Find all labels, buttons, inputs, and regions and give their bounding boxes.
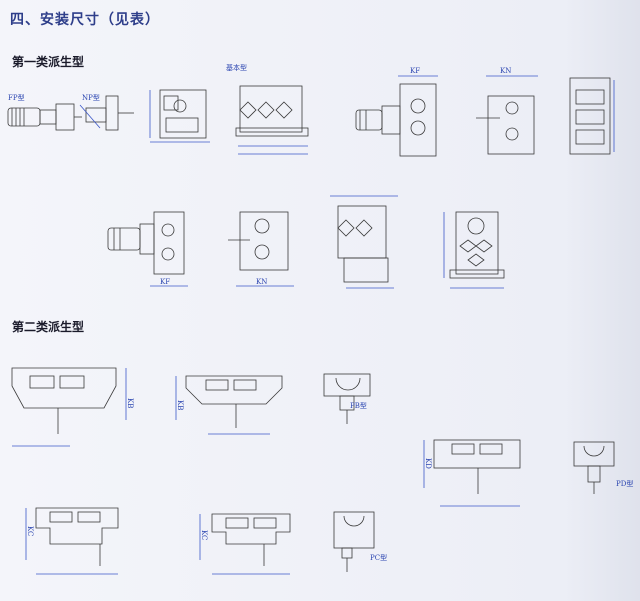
kb-drawing-2 — [175, 375, 283, 435]
section-title: 四、安装尺寸（见表） — [10, 12, 160, 28]
fp-np-drawing — [7, 95, 134, 131]
label-pd: PD型 — [616, 479, 633, 488]
group1-title: 第一类派生型 — [12, 55, 85, 69]
kf-drawing-row1 — [355, 75, 438, 157]
end-view-drawing-row1 — [569, 77, 615, 155]
label-fp: FP型 — [8, 93, 25, 102]
label-kb1: KB — [126, 398, 134, 408]
kc-drawing-2 — [199, 513, 291, 575]
label-kd: KD — [424, 458, 432, 469]
kc-drawing-1 — [25, 507, 119, 575]
pd-drawing — [573, 441, 615, 494]
label-pb: PB型 — [350, 401, 367, 410]
label-kf: KF — [410, 67, 420, 75]
kd-drawing — [423, 439, 521, 507]
label-pc: PC型 — [370, 553, 387, 562]
label-kc1: KC — [26, 526, 34, 536]
group2-title: 第二类派生型 — [12, 320, 85, 334]
kb-drawing-1 — [11, 367, 127, 447]
pb-drawing — [323, 373, 371, 424]
label-base: 基本型 — [226, 63, 247, 72]
kn-drawing-row2 — [228, 211, 294, 287]
base-type-drawing — [149, 85, 309, 155]
label-kn: KN — [500, 67, 511, 75]
kf-drawing-row2 — [107, 211, 188, 287]
kn-drawing-row1 — [476, 75, 538, 155]
label-kb2: KB — [176, 400, 184, 410]
label-kc2: KC — [200, 530, 208, 540]
label-kf2: KF — [160, 278, 170, 286]
label-np: NP型 — [82, 93, 100, 102]
base-front-drawing-row2 — [443, 211, 505, 289]
pc-drawing — [333, 511, 375, 572]
base-side-drawing-row2 — [330, 195, 398, 289]
label-kn2: KN — [256, 278, 267, 286]
